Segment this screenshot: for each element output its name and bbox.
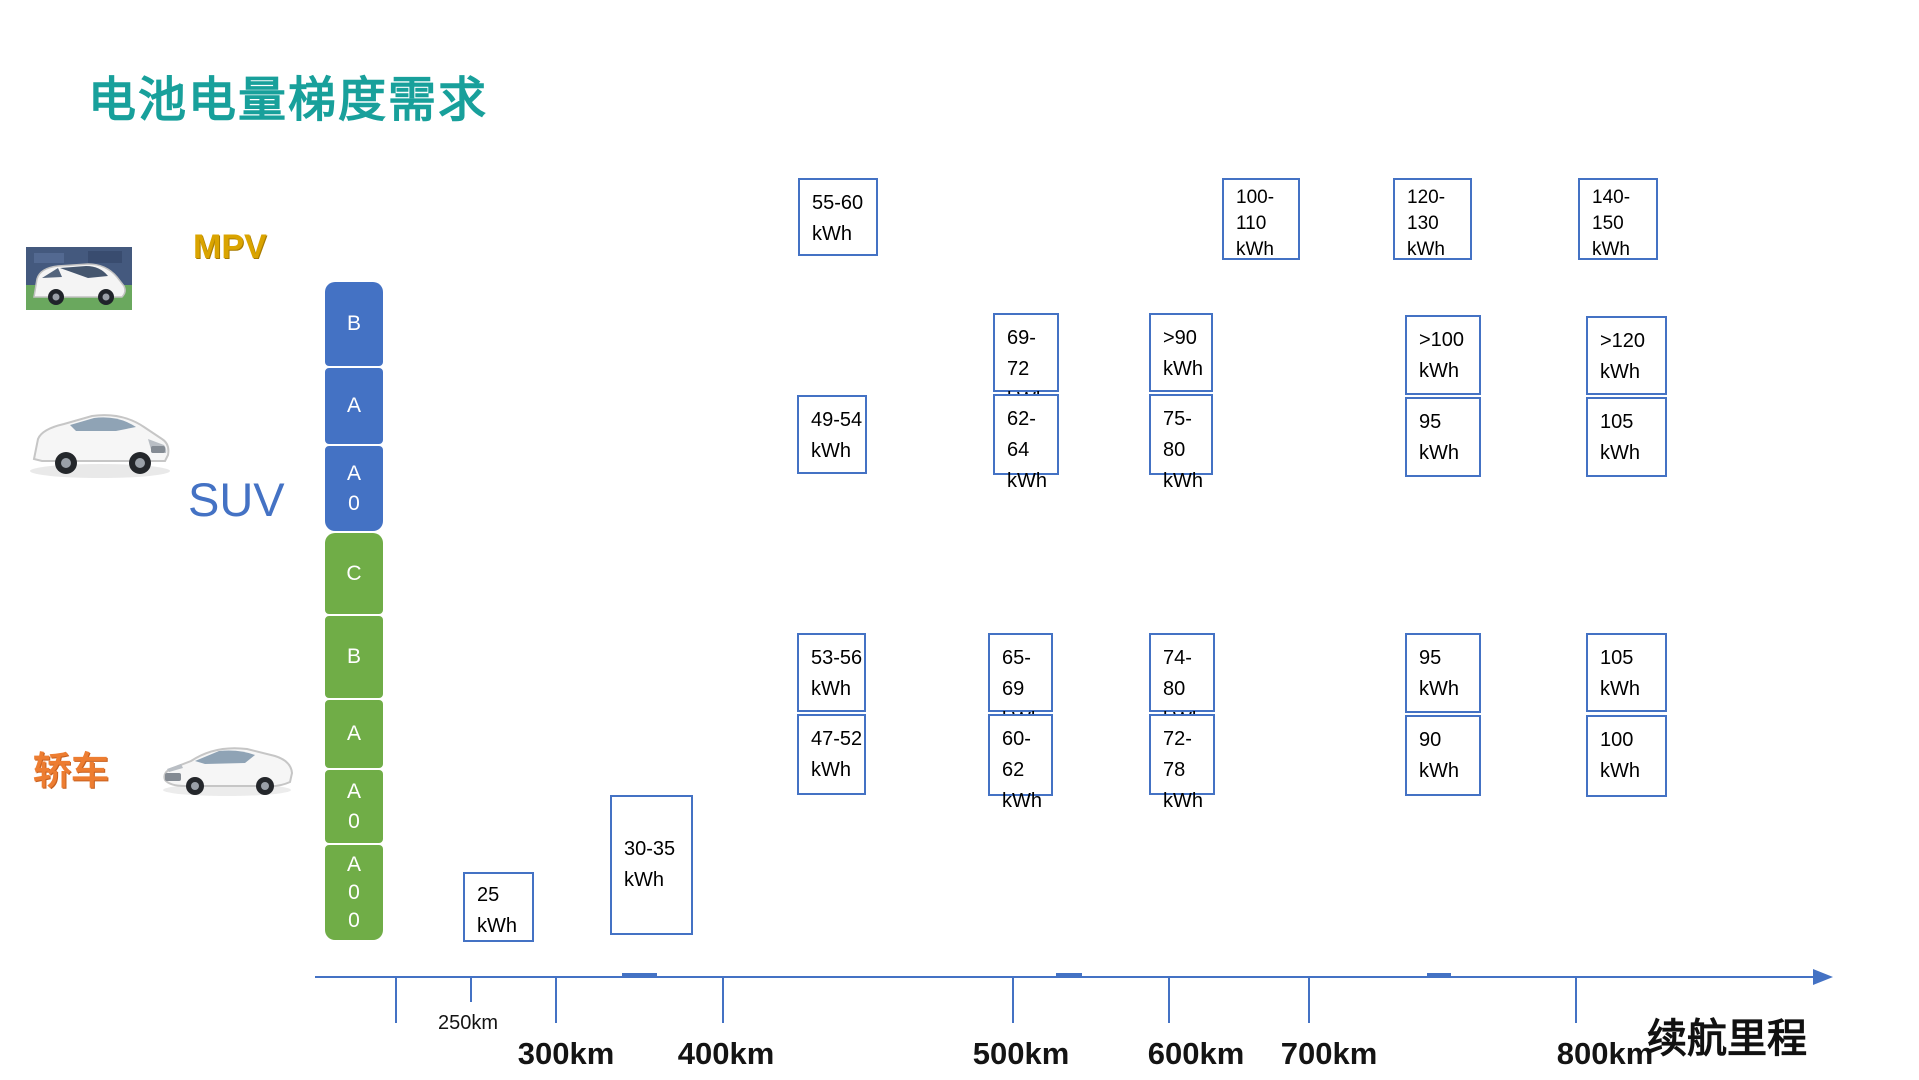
kwh-box-mpv-800: 140- 150 kWh: [1578, 178, 1658, 260]
x-axis-tick: [1012, 978, 1014, 1023]
kwh-box-mpv-700: 120- 130 kWh: [1393, 178, 1472, 260]
kwh-box-sedan-600-upper: 74-80 kWh: [1149, 633, 1215, 731]
x-axis-tick: [1308, 978, 1310, 1023]
kwh-box-sedan-500-lower: 60-62 kWh: [988, 714, 1053, 812]
kwh-box-sedan-300: 30-35 kWh: [610, 795, 693, 935]
x-tick-label-400km: 400km: [677, 1036, 775, 1071]
kwh-box-sedan-600-lower: 72-78 kWh: [1149, 714, 1215, 812]
kwh-box-sedan-400-lower: 47-52 kWh: [797, 714, 866, 795]
x-tick-label-700km: 700km: [1280, 1036, 1378, 1071]
axis-dash: [1427, 973, 1451, 978]
page-title: 电池电量梯度需求: [88, 74, 489, 127]
bar-segment-suv-a0: A 0: [325, 446, 383, 531]
bar-segment-suv-b: B: [325, 282, 383, 366]
sedan-photo: [163, 747, 294, 796]
x-axis-arrow-icon: [1813, 969, 1833, 985]
bar-segment-sedan-a0: A 0: [325, 770, 383, 843]
kwh-box-suv-500-upper: 69-72 kWh: [993, 313, 1059, 411]
kwh-box-sedan-400-upper: 53-56 kWh: [797, 633, 866, 712]
kwh-box-suv-400: 49-54 kWh: [797, 395, 867, 474]
x-tick-label-500km: 500km: [972, 1036, 1070, 1071]
kwh-box-sedan-800-upper: 105 kWh: [1586, 633, 1667, 712]
axis-dash: [622, 973, 657, 978]
axis-dash: [1056, 973, 1082, 978]
bar-segment-sedan-a00: A 0 0: [325, 845, 383, 940]
x-axis-tick: [395, 978, 397, 1023]
kwh-box-sedan-700-upper: 95 kWh: [1405, 633, 1481, 713]
x-tick-label-250km: 250km: [437, 1012, 499, 1034]
x-axis-tick: [1168, 978, 1170, 1023]
x-axis-tick: [1575, 978, 1577, 1023]
x-axis-tick: [722, 978, 724, 1023]
kwh-box-sedan-800-lower: 100 kWh: [1586, 715, 1667, 797]
x-tick-label-300km: 300km: [517, 1036, 615, 1071]
kwh-box-sedan-700-lower: 90 kWh: [1405, 715, 1481, 796]
x-axis-tick: [470, 978, 472, 1002]
x-axis-tick: [555, 978, 557, 1023]
kwh-box-mpv-600: 100- 110 kWh: [1222, 178, 1300, 260]
kwh-box-suv-700-lower: 95 kWh: [1405, 397, 1481, 477]
kwh-box-suv-700-upper: >100 kWh: [1405, 315, 1481, 395]
kwh-box-suv-800-lower: 105 kWh: [1586, 397, 1667, 477]
mpv-label: MPV: [193, 228, 267, 266]
suv-photo: [30, 414, 170, 478]
x-axis-title: 续航里程: [1647, 1017, 1807, 1061]
mpv-photo: [26, 247, 132, 310]
bar-segment-sedan-b: B: [325, 616, 383, 698]
sedan-label: 轿车: [33, 751, 110, 793]
bar-segment-sedan-c: C: [325, 533, 383, 614]
x-tick-label-800km: 800km: [1556, 1036, 1654, 1071]
bar-segment-suv-a: A: [325, 368, 383, 444]
kwh-box-mpv-400: 55-60 kWh: [798, 178, 878, 256]
suv-label: SUV: [188, 473, 285, 526]
kwh-box-sedan-500-upper: 65-69 kWh: [988, 633, 1053, 731]
kwh-box-suv-500-lower: 62-64 kWh: [993, 394, 1059, 492]
bar-segment-sedan-a: A: [325, 700, 383, 768]
kwh-box-suv-600-lower: 75-80 kWh: [1149, 394, 1213, 492]
kwh-box-suv-600-upper: >90 kWh: [1149, 313, 1213, 392]
kwh-box-suv-800-upper: >120 kWh: [1586, 316, 1667, 395]
x-tick-label-600km: 600km: [1147, 1036, 1245, 1071]
kwh-box-sedan-250: 25 kWh: [463, 872, 534, 942]
